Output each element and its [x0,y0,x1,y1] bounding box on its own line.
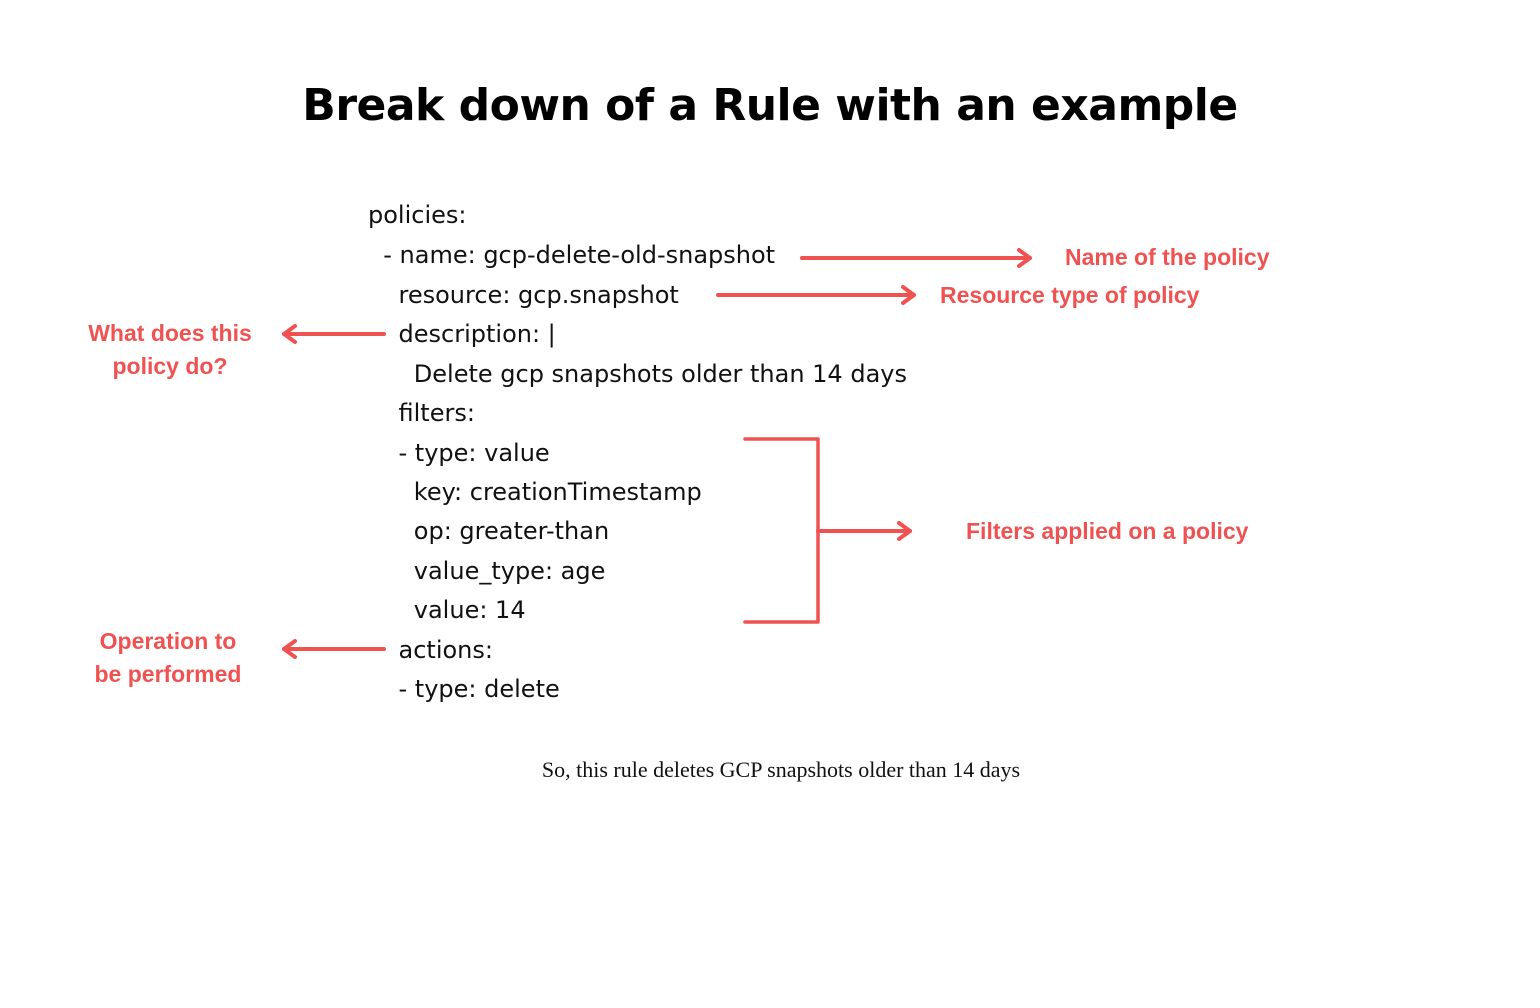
resource-arrow [716,285,916,305]
resource-annotation: Resource type of policy [940,282,1200,308]
code-line-filter-value-type: value_type: age [368,557,606,585]
code-line-description: description: | [368,320,556,348]
description-annotation: What does this policy do? [70,317,270,383]
code-line-filter-value: value: 14 [368,596,526,624]
filters-annotation: Filters applied on a policy [966,518,1249,544]
page-title: Break down of a Rule with an example [302,80,1238,131]
code-line-actions: actions: [368,636,493,664]
description-annotation-line1: What does this [88,320,252,346]
description-arrow [282,324,386,344]
actions-annotation-line1: Operation to [99,628,237,654]
code-line-policies: policies: [368,201,467,229]
code-line-filter-key: key: creationTimestamp [368,478,702,506]
summary-text: So, this rule deletes GCP snapshots olde… [541,757,1021,782]
filters-arrow [816,521,912,541]
actions-annotation: Operation to be performed [68,625,268,691]
name-annotation: Name of the policy [1065,244,1270,270]
code-line-description-text: Delete gcp snapshots older than 14 days [368,360,907,388]
code-line-name: - name: gcp-delete-old-snapshot [368,241,776,269]
code-line-action-type: - type: delete [368,675,560,703]
name-arrow [800,248,1032,268]
actions-annotation-line2: be performed [94,661,242,687]
description-annotation-line2: policy do? [112,353,228,379]
actions-arrow [282,639,386,659]
code-line-filter-type: - type: value [368,439,550,467]
code-line-resource: resource: gcp.snapshot [368,281,679,309]
code-line-filters: filters: [368,399,475,427]
filters-bracket [743,437,820,624]
code-line-filter-op: op: greater-than [368,517,610,545]
